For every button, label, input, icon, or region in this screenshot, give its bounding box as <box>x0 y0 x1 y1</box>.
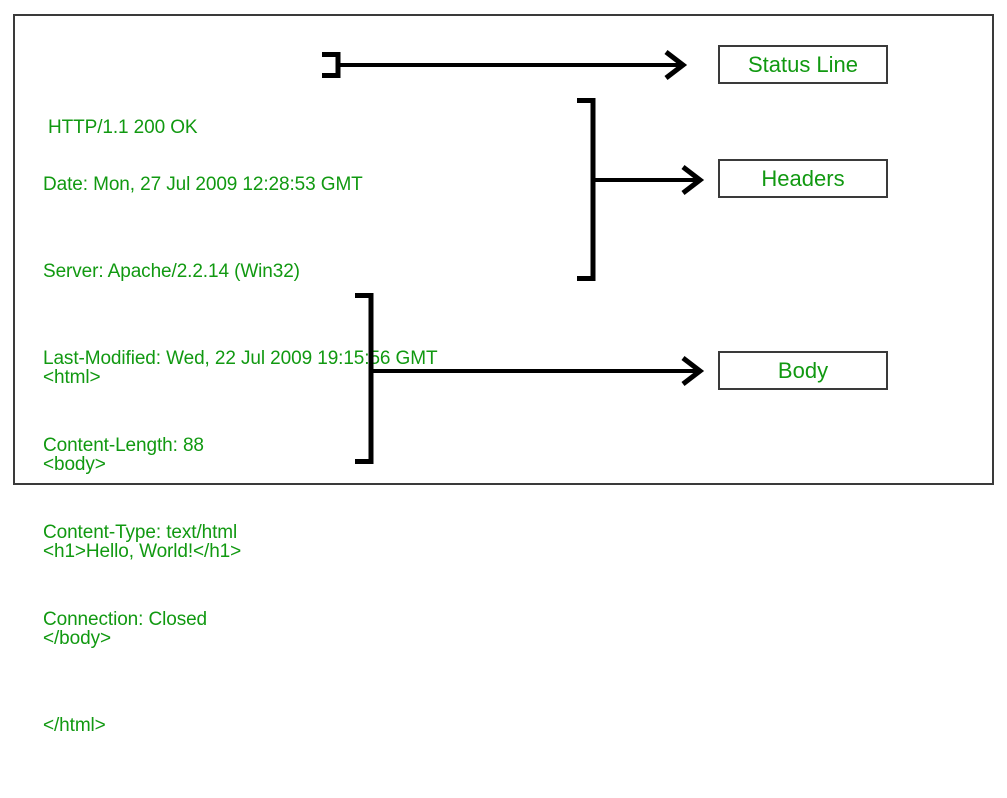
label-box-status-line: Status Line <box>718 45 888 84</box>
label-box-headers: Headers <box>718 159 888 198</box>
label-box-body: Body <box>718 351 888 390</box>
label-box-body-text: Body <box>777 357 829 383</box>
status-line-row: HTTP/1.1 200 OK <box>48 117 198 138</box>
body-row: </body> <box>43 628 111 649</box>
header-row: Last-Modified: Wed, 22 Jul 2009 19:15:56… <box>43 348 438 369</box>
body-text: <html> <body> <h1>Hello, World!</h1> </b… <box>43 305 241 798</box>
diagram-frame <box>13 14 994 485</box>
body-row: </html> <box>43 715 106 736</box>
header-row: Server: Apache/2.2.14 (Win32) <box>43 261 300 282</box>
body-row: <body> <box>43 454 106 475</box>
body-row: <h1>Hello, World!</h1> <box>43 541 242 562</box>
http-response-diagram: HTTP/1.1 200 OK Date: Mon, 27 Jul 2009 1… <box>13 14 994 736</box>
header-row: Content-Length: 88 <box>43 435 204 456</box>
header-row: Date: Mon, 27 Jul 2009 12:28:53 GMT <box>43 174 363 195</box>
label-box-headers-text: Headers <box>761 165 845 191</box>
body-row: <html> <box>43 367 101 388</box>
status-line-text: HTTP/1.1 200 OK <box>48 55 198 200</box>
label-box-status-line-text: Status Line <box>747 51 859 77</box>
